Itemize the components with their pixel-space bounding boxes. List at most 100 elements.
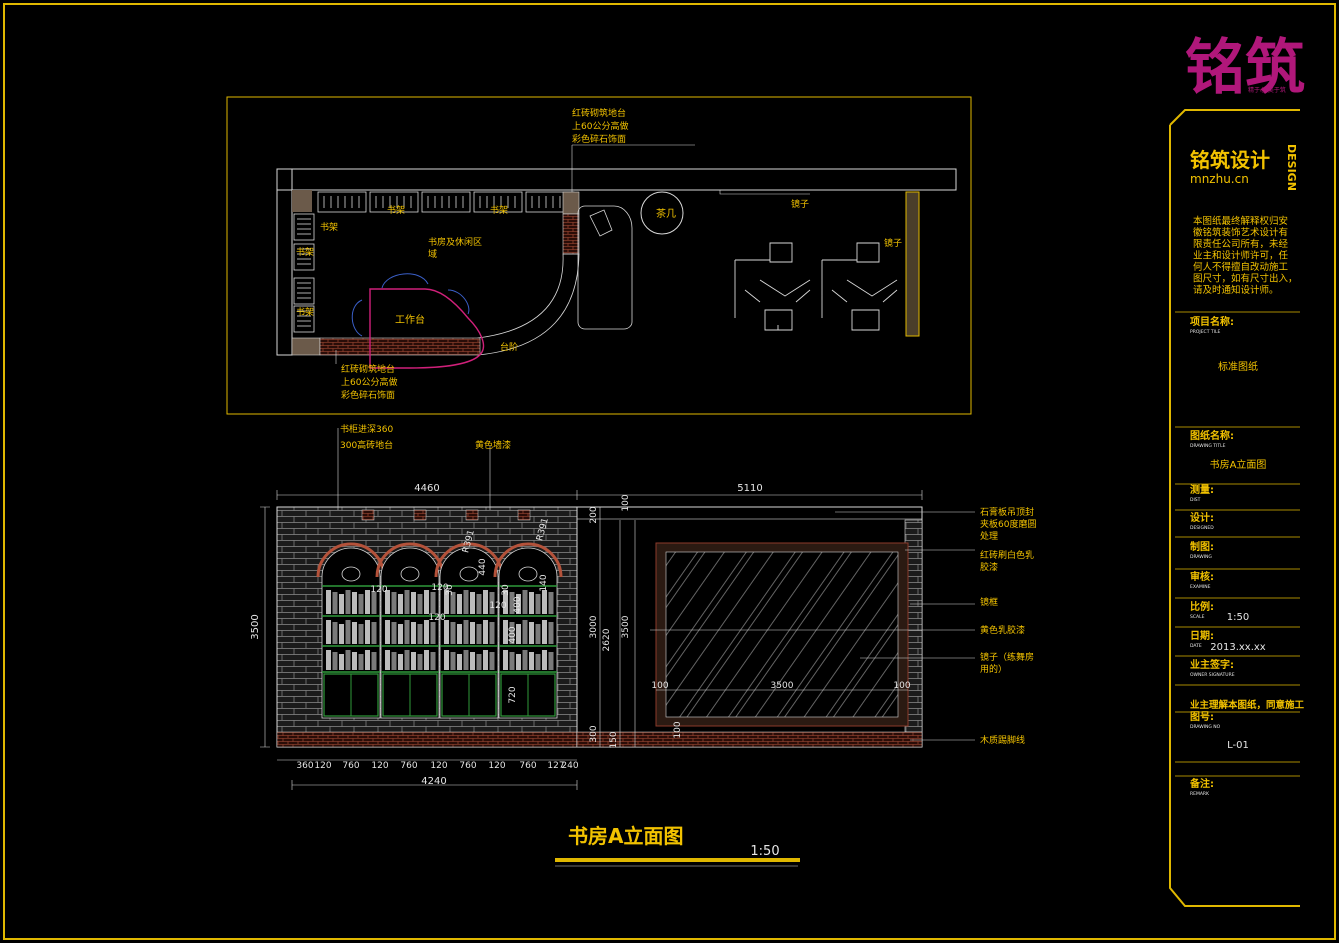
sheet-frame [3,3,1336,940]
curved-platform [477,253,580,356]
elev-note-right: 木质踢脚线 [980,734,1025,746]
notice-line: 徽铭筑装饰艺术设计有 [1193,227,1288,239]
label-mirror: 镜子 [884,237,902,249]
dim-label: 400 [508,626,518,643]
dim-label: 360 [296,761,313,771]
tb-sublabel: PROJECT TILE [1190,329,1220,335]
dim-label: 3500 [771,681,794,691]
elev-note-right: 用的） [980,663,1007,675]
drawing-title: 书房A立面图 [568,824,683,848]
dim-label: 200 [589,506,599,523]
plan-note-top: 红砖砌筑地台 [572,107,626,119]
label-shelf: 书架 [296,247,314,258]
plan-note-top: 上60公分高做 [572,120,628,132]
title-underline [555,858,800,862]
sofa [577,205,633,330]
tb-sublabel: DIST [1190,497,1201,503]
plan-shelf [421,191,471,213]
floor-plan: 红砖砌筑地台上60公分高做彩色碎石饰面红砖砌筑地台上60公分高做彩色碎石饰面书架… [226,96,972,415]
plan-left-wall [276,168,293,356]
dim-label: 30 [445,584,455,596]
tb-label: 审核: [1190,570,1214,583]
chairs [351,273,470,337]
elev-note-right: 胶漆 [980,561,998,573]
dim-label: 120 [371,761,388,771]
dim-label: 120 [488,761,505,771]
label-shelf: 书架 [296,307,314,318]
tb-value: 书房A立面图 [1210,458,1267,471]
bookcase-bay [493,542,563,719]
dim-label: 760 [459,761,476,771]
notice-line: 请及时通知设计师。 [1193,284,1279,296]
label-mirror: 镜子 [791,198,809,210]
label-step: 台阶 [500,341,518,353]
dim-label: 150 [609,731,619,748]
tb-sublabel: EXAMINE [1190,584,1211,590]
tea-table [640,191,684,235]
label-tea-table: 茶几 [656,207,676,220]
dim-label: 400 [513,596,523,613]
tb-label: 业主签字: [1190,658,1234,671]
plan-note-top: 彩色碎石饰面 [572,133,626,145]
dimension-lines [260,428,923,867]
dim-label: 120 [370,585,387,595]
tb-sublabel: DATE [1190,643,1202,649]
elev-note-right: 夹板60度磨圆 [980,518,1036,530]
dim-label: 300 [589,725,599,742]
design-word: DESIGN [1285,144,1298,191]
work-desk [369,288,485,369]
tb-sublabel: REMARK [1190,791,1210,797]
dim-label: 120 [489,601,506,611]
elev-note-right: 红砖刷白色乳 [980,549,1034,561]
dim-label: 100 [621,494,631,511]
mirror-wall-elevation [576,506,975,748]
dim-label: 120 [430,761,447,771]
tb-value: 2013.xx.xx [1210,642,1266,653]
elev-note-right: 镜子（练舞房 [980,651,1034,663]
dim-label: 4240 [421,776,446,787]
drawing-scale: 1:50 [750,844,779,859]
dim-label: 760 [400,761,417,771]
plan-mirror-wall [905,191,920,337]
elev-note-right: 石膏板吊顶封 [980,506,1034,518]
fitness-machines [734,242,898,331]
tb-sublabel: DRAWING [1190,554,1212,560]
notice-line: 本图纸最终解释权归安 [1193,215,1288,227]
bookcase-elevation [276,506,578,748]
dim-label: 30 [501,584,511,596]
plan-note-bottom: 彩色碎石饰面 [341,389,395,401]
dim-label: 120 [428,613,445,623]
tb-label: 图纸名称: [1190,429,1234,442]
elev-note-right: 处理 [980,530,998,542]
mirror [665,551,899,718]
label-shelf: 书架 [387,205,405,216]
bookcase-bay [434,542,504,719]
title-block-rows [1175,311,1300,777]
brand-logo-sub: 精于心 美于筑 [1248,86,1286,94]
tb-label: 日期: [1190,629,1214,642]
tb-label: 图号: [1190,711,1214,723]
notice-line: 业主和设计师许可，任 [1193,250,1289,262]
dim-label: 2620 [602,628,612,651]
plan-shelf [473,191,523,213]
dim-label: 100 [893,681,910,691]
plan-note-bottom: 红砖砌筑地台 [341,363,395,375]
label-zone: 书房及休闲区 [428,236,482,248]
tb-value: L-01 [1227,740,1249,751]
tb-sublabel: OWNER SIGNATURE [1190,672,1235,678]
tb-sublabel: DRAWING TITLE [1190,443,1226,449]
dim-label: 120 [431,583,448,593]
plan-shelf [293,213,315,241]
dim-label: 760 [519,761,536,771]
notice-line: 何人不得擅自改动施工 [1193,261,1289,273]
tb-value: 1:50 [1227,612,1249,623]
elev-note: 300高砖地台 [340,439,393,451]
notice-line: 图尺寸，如有尺寸出入， [1193,273,1298,285]
tb-label: 测量: [1190,483,1214,496]
label-zone: 域 [428,248,437,260]
skirting [576,731,923,748]
notice-line: 限责任公司所有，未经 [1193,238,1289,250]
brand-logo: 铭筑 [1185,33,1305,103]
elev-note-right: 镜框 [980,596,998,608]
tb-sublabel: SCALE [1190,614,1205,620]
